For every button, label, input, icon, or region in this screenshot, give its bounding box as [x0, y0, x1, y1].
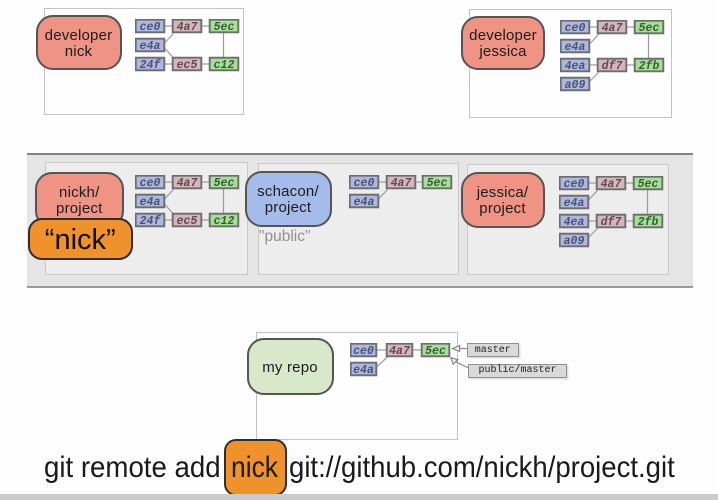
svg-text:a09: a09 [564, 235, 585, 248]
svg-text:5ec: 5ec [214, 21, 235, 34]
svg-text:2fb: 2fb [638, 216, 659, 229]
svg-text:e4a: e4a [354, 196, 375, 209]
svg-text:a09: a09 [565, 79, 586, 92]
svg-text:c12: c12 [214, 59, 235, 72]
svg-text:4a7: 4a7 [177, 21, 199, 34]
svg-text:e4a: e4a [564, 197, 585, 210]
svg-text:4ea: 4ea [564, 216, 585, 229]
svg-text:e4a: e4a [353, 364, 374, 377]
svg-text:e4a: e4a [565, 41, 586, 54]
svg-text:24f: 24f [140, 59, 162, 72]
svg-text:ec5: ec5 [177, 215, 198, 228]
svg-text:4a7: 4a7 [391, 177, 413, 190]
svg-text:5ec: 5ec [638, 178, 659, 191]
svg-text:e4a: e4a [140, 40, 161, 53]
svg-text:2fb: 2fb [639, 60, 660, 73]
svg-text:5ec: 5ec [427, 177, 448, 190]
svg-text:df7: df7 [602, 60, 624, 73]
svg-text:4a7: 4a7 [602, 22, 624, 35]
svg-text:5ec: 5ec [214, 177, 235, 190]
svg-text:ce0: ce0 [564, 178, 585, 191]
svg-text:ce0: ce0 [140, 21, 161, 34]
svg-text:4a7: 4a7 [177, 177, 199, 190]
svg-text:ce0: ce0 [140, 177, 161, 190]
svg-text:ec5: ec5 [177, 59, 198, 72]
svg-text:24f: 24f [140, 215, 162, 228]
svg-text:e4a: e4a [140, 196, 161, 209]
svg-text:5ec: 5ec [639, 22, 660, 35]
svg-text:5ec: 5ec [425, 345, 446, 358]
svg-text:4a7: 4a7 [601, 178, 623, 191]
svg-text:ce0: ce0 [565, 22, 586, 35]
svg-text:ce0: ce0 [353, 345, 374, 358]
svg-text:c12: c12 [214, 215, 235, 228]
svg-text:ce0: ce0 [354, 177, 375, 190]
svg-text:4a7: 4a7 [389, 345, 411, 358]
svg-text:df7: df7 [601, 216, 623, 229]
svg-text:4ea: 4ea [565, 60, 586, 73]
